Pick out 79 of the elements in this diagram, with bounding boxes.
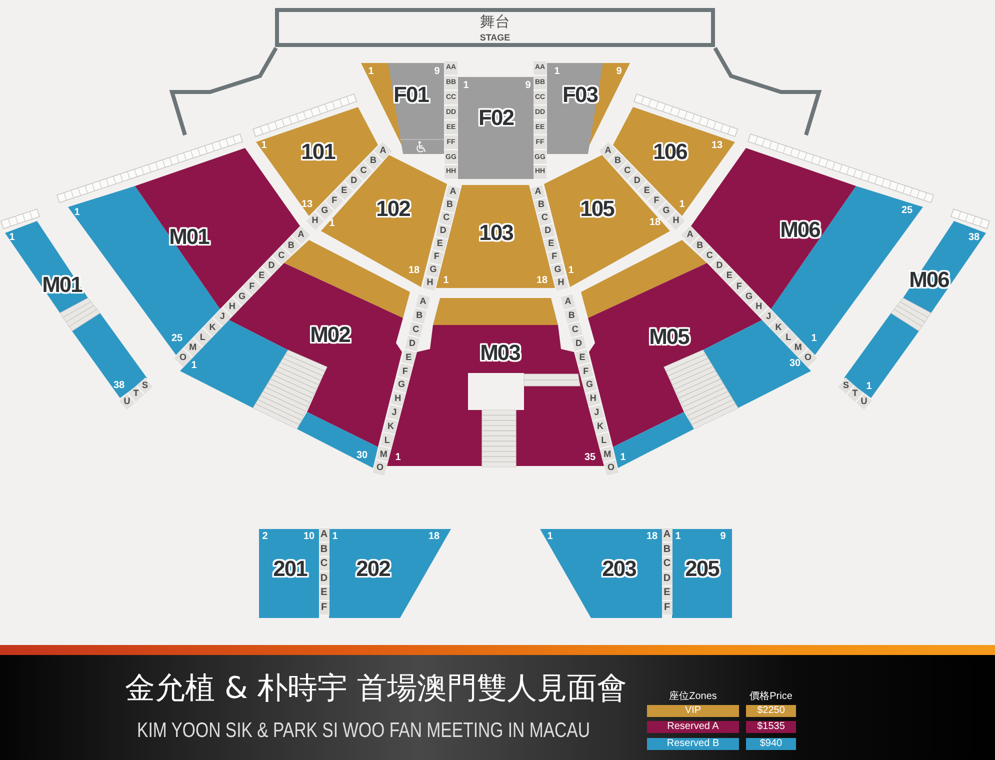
legend-key: Reserved A xyxy=(647,721,739,733)
seat-number: 30 xyxy=(356,451,368,461)
seating-section xyxy=(259,529,319,618)
section-label: M06 xyxy=(780,219,820,241)
column-header: 座位Zones xyxy=(669,692,717,702)
seat-number: 18 xyxy=(428,532,440,542)
seat-number: 1 xyxy=(9,233,15,243)
section-label: 201 xyxy=(273,558,307,580)
seat-number: 38 xyxy=(113,381,125,391)
seat-number: 9 xyxy=(616,67,622,77)
seat-block xyxy=(433,298,558,325)
section-label: M02 xyxy=(310,324,350,346)
seat-number: 1 xyxy=(554,67,560,77)
seat-number: 25 xyxy=(901,206,913,216)
seat-number: 25 xyxy=(171,334,183,344)
seat-number: 10 xyxy=(303,532,315,542)
seating-section xyxy=(458,77,534,179)
seat-number: 1 xyxy=(679,200,685,210)
section-label: M01 xyxy=(169,226,209,248)
seat-number: 18 xyxy=(646,532,658,542)
row-letters: A B C D E F xyxy=(318,527,330,616)
row-letters: A B C D E F xyxy=(662,527,672,616)
section-label: 105 xyxy=(580,198,614,220)
stage-label: STAGE xyxy=(480,33,510,42)
section-label: 106 xyxy=(653,141,687,163)
seat-number: 9 xyxy=(720,532,726,542)
seat-number: 13 xyxy=(711,141,723,151)
seat-number: 9 xyxy=(525,81,531,91)
price-tag: $2250 xyxy=(746,705,796,717)
section-label: M05 xyxy=(649,326,689,348)
section-label: 101 xyxy=(301,141,335,163)
seat-number: 1 xyxy=(866,382,872,392)
legend-key: Reserved B xyxy=(647,738,739,750)
seat-number: 1 xyxy=(191,361,197,371)
seating-section xyxy=(436,185,555,288)
seat-number: 38 xyxy=(968,233,980,243)
seating-section xyxy=(361,63,444,154)
section-label: 203 xyxy=(602,558,636,580)
seat-number: 1 xyxy=(675,532,681,542)
seat-number: 1 xyxy=(547,532,553,542)
seat-number: 30 xyxy=(789,359,801,369)
section-label: F02 xyxy=(478,107,514,129)
column-header: 價格Price xyxy=(750,692,792,702)
section-label: F01 xyxy=(394,84,428,106)
seating-section xyxy=(547,63,630,154)
seat-number: 2 xyxy=(262,532,268,542)
seat-number: 1 xyxy=(463,81,469,91)
seat-number: 1 xyxy=(261,141,267,151)
seat-number: 1 xyxy=(368,67,374,77)
section-label: 102 xyxy=(376,198,410,220)
seating-section xyxy=(672,529,732,618)
seat-number: 1 xyxy=(332,532,338,542)
seat-number: 18 xyxy=(408,266,420,276)
seat-number: 13 xyxy=(301,200,313,210)
section-label: 202 xyxy=(356,558,390,580)
seat-number: 1 xyxy=(568,266,574,276)
seating-section xyxy=(540,529,662,618)
legend-key: VIP xyxy=(647,705,739,717)
section-label: 103 xyxy=(479,222,513,244)
stage-box xyxy=(275,8,715,47)
seat-number: 1 xyxy=(74,208,80,218)
seat-number: 1 xyxy=(443,276,449,286)
seat-number: 18 xyxy=(649,218,661,228)
seat-number: 1 xyxy=(811,334,817,344)
price-tag: $1535 xyxy=(746,721,796,733)
subtitle: KIM YOON SIK & PARK SI WOO FAN MEETING IN MACAU xyxy=(137,720,590,741)
seat-number: 1 xyxy=(620,453,626,463)
section-label: M03 xyxy=(480,342,520,364)
seat-number: 35 xyxy=(584,453,596,463)
price-tag: $940 xyxy=(746,738,796,750)
seat-number: 1 xyxy=(329,219,335,229)
stage-label: 舞台 xyxy=(480,14,510,30)
title: 金允植 & 朴時宇 首場澳門雙人見面會 xyxy=(125,674,628,704)
section-label: F03 xyxy=(562,84,598,106)
seat-number: 18 xyxy=(536,276,548,286)
seat-number: 9 xyxy=(434,67,440,77)
seating-section xyxy=(329,529,451,618)
seat-number: 1 xyxy=(395,453,401,463)
section-label: 205 xyxy=(685,558,719,580)
